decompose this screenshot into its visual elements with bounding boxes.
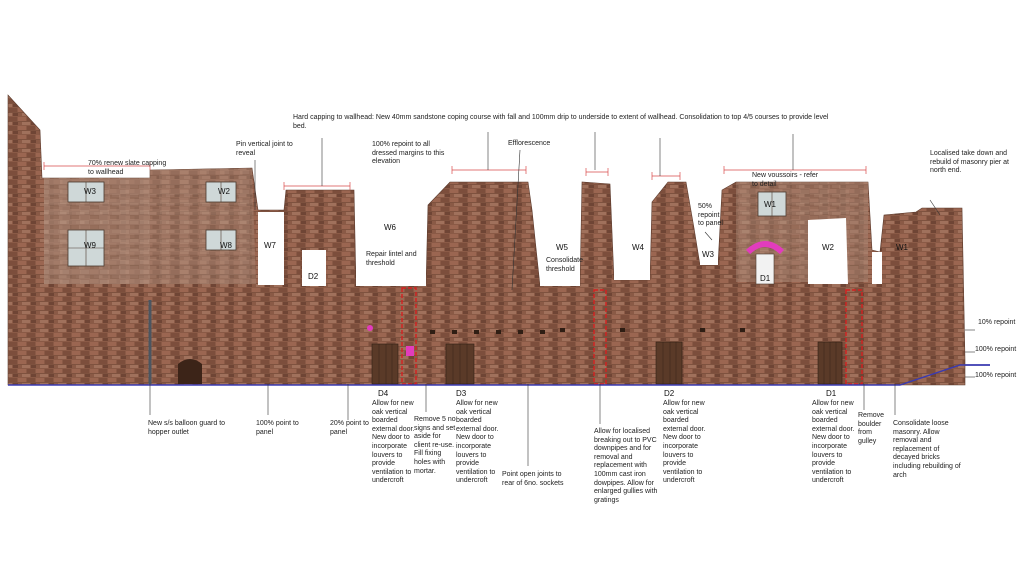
upper-mid-block [150,168,256,284]
voussoir-arch [745,241,785,255]
leader-lines [149,132,975,466]
label-W5: W5 [556,243,569,252]
label-W8: W8 [220,241,233,250]
label-D1-upper: D1 [760,274,771,283]
note-consolidate-threshold: Consolidate threshold [546,257,583,273]
note-d4-door: Allow for new oak vertical boarded exter… [372,400,415,485]
note-d3-door: Allow for new oak vertical boarded exter… [456,400,499,485]
note-repoint-100-low: 100% repoint [975,372,1017,379]
note-repoint-100-panel: 100% point to panel [256,420,299,436]
openings [258,212,882,286]
note-new-voussoirs: New voussoirs - refer to detail [752,172,819,188]
note-pin-vertical: Pin vertical joint to reveal [236,141,293,157]
note-repoint-100-mid: 100% repoint [975,346,1017,353]
note-repoint-50: 50% repoint to panel [698,203,723,228]
sockets [430,328,745,334]
opening-D1-upper [755,253,775,285]
label-W3-right: W3 [702,250,715,259]
door-boards [378,342,837,384]
note-d2-door: Allow for new oak vertical boarded exter… [663,400,706,485]
label-W2-upper: W2 [218,187,231,196]
label-D1-lower: D1 [826,389,837,398]
note-repoint-all: 100% repoint to all dressed margins to t… [372,141,445,166]
note-efflorescence: Efflorescence [508,140,551,147]
note-localised: Localised take down and rebuild of mason… [930,150,1009,175]
label-W4: W4 [632,243,645,252]
note-hard-capping: Hard capping to wallhead: New 40mm sands… [293,114,829,130]
note-balloon-guard: New s/s balloon guard to hopper outlet [148,420,226,436]
label-D4: D4 [378,389,389,398]
label-D3: D3 [456,389,467,398]
sign-marker-2 [406,346,414,356]
note-remove-signs: Remove 5 no signs and set aside for clie… [414,416,456,475]
note-point-open-joints: Point open joints to rear of 6no. socket… [502,471,564,487]
label-W9: W9 [84,241,97,250]
note-repoint-10: 10% repoint [978,319,1016,326]
note-pvc-downpipes: Allow for localised breaking out to PVC … [594,428,658,504]
note-slate-capping: 70% renew slate capping to wallhead [88,160,167,176]
label-W3-upper: W3 [84,187,97,196]
note-repair-lintel: Repair lintel and threshold [366,251,417,267]
note-consolidate-loose: Consolidate loose masonry. Allow removal… [893,420,961,479]
wall-masonry [7,94,966,386]
sign-marker [367,325,373,331]
note-repoint-20-panel: 20% point to panel [330,420,369,436]
label-W1-upper: W1 [764,200,777,209]
label-W7: W7 [264,241,277,250]
label-W6: W6 [384,223,397,232]
label-W2-right: W2 [822,243,835,252]
dimension-lines [43,162,867,190]
label-D2-upper: D2 [308,272,319,281]
opening-W6 [356,195,426,286]
opening-labels: W3 W2 W9 W8 W7 W6 W5 W4 W3 W1 W2 W1 D2 D… [84,187,909,398]
label-D2-lower: D2 [664,389,675,398]
note-remove-boulder: Remove boulder from gulley [858,412,885,445]
lower-arched-opening [178,359,202,384]
label-W1-right: W1 [896,243,909,252]
window-mullions [68,182,773,266]
note-d1-door: Allow for new oak vertical boarded exter… [812,400,855,485]
